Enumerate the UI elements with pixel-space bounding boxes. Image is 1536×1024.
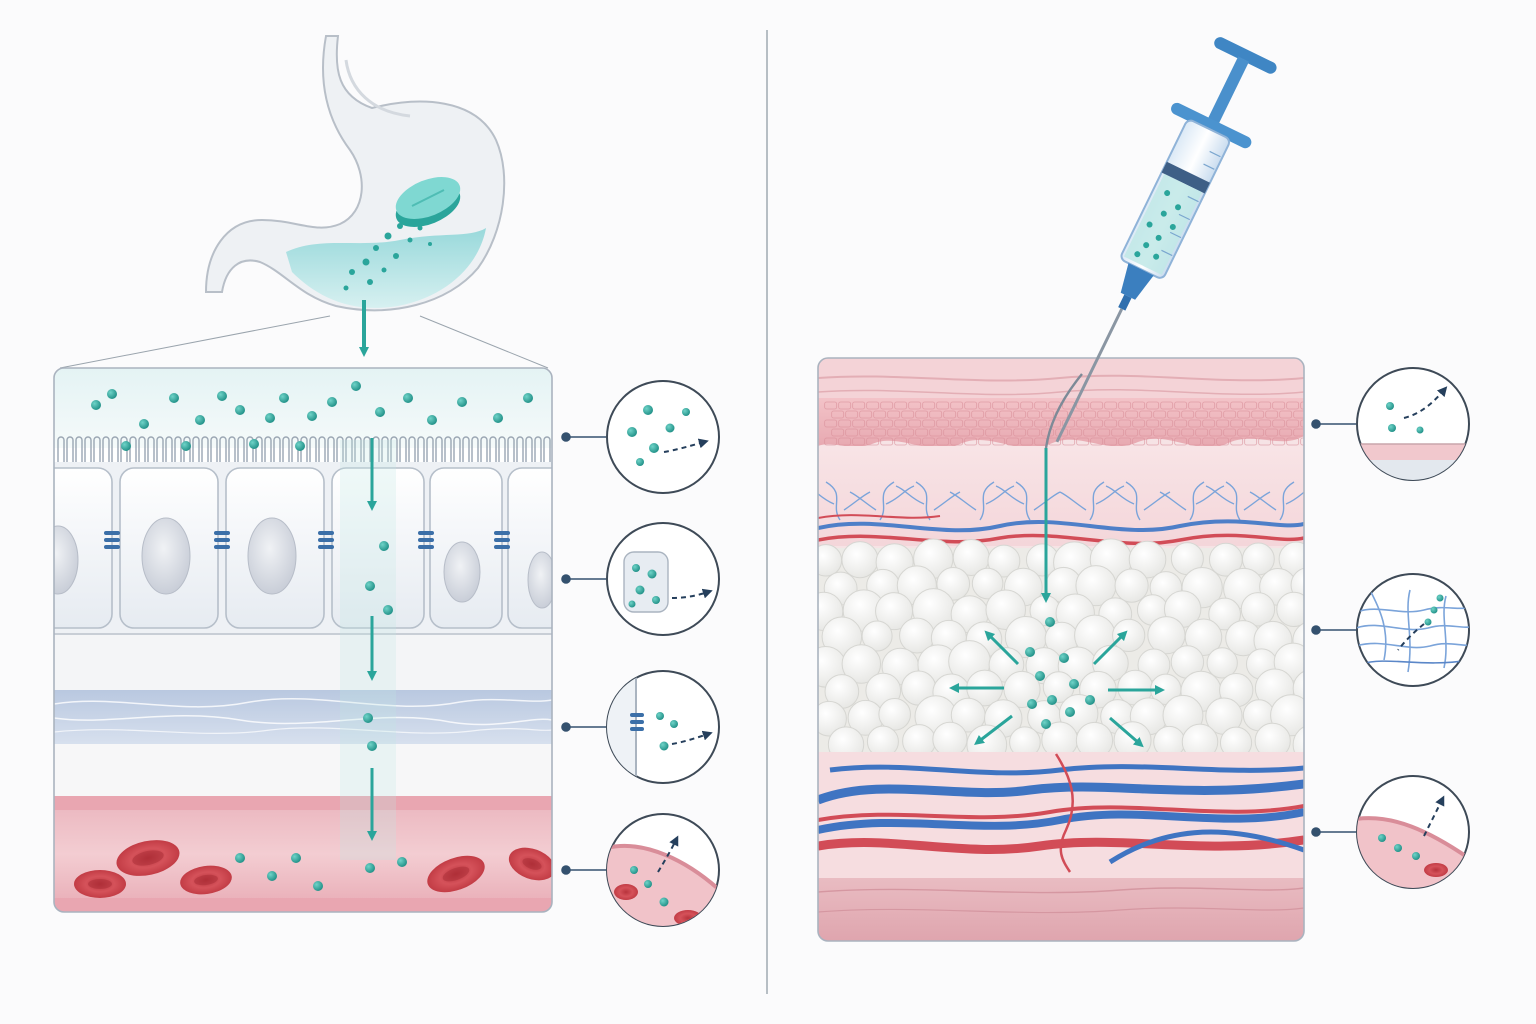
- tight-junctions: [104, 531, 510, 549]
- drug-molecules: [91, 381, 533, 891]
- injection-panel: [817, 37, 1470, 942]
- leader-lines: [561, 432, 606, 875]
- stomach: [204, 35, 506, 312]
- capillary-plexus: [818, 481, 1304, 546]
- lumen: [54, 368, 552, 448]
- absorption-path: [340, 440, 396, 860]
- inset-paracellular-junction: [606, 670, 720, 784]
- inset-vesicle-transport: [606, 522, 720, 636]
- lamina-propria: [54, 634, 552, 690]
- drug-depot: [949, 617, 1165, 748]
- deep-vessels: [818, 753, 1304, 873]
- intestinal-wall-section: [54, 368, 552, 912]
- blood-vessel: [54, 796, 552, 912]
- connective-tissue: [54, 744, 552, 796]
- inset-entry-into-blood: [606, 813, 720, 927]
- zoom-line: [419, 315, 549, 369]
- tablet-icon: [395, 177, 461, 227]
- skin-section: [818, 358, 1304, 941]
- section-frame: [53, 367, 553, 913]
- inset-skin-surface: [1356, 367, 1470, 481]
- syringe-icon: [1055, 37, 1277, 443]
- red-blood-cells: [74, 840, 552, 898]
- inset-transcellular-uptake: [606, 380, 720, 494]
- leader-lines: [1311, 419, 1356, 837]
- epithelium: [54, 462, 552, 634]
- inset-vessel-entry: [1356, 775, 1470, 889]
- adipocytes: [818, 538, 1304, 766]
- dissolving-particles: [343, 223, 432, 291]
- inset-capillary-network: [1356, 573, 1470, 687]
- oral-panel: [53, 35, 720, 927]
- dermis: [818, 446, 1304, 546]
- microvilli: [57, 436, 551, 466]
- basement-membrane: [54, 690, 552, 744]
- zoom-line: [59, 315, 331, 369]
- section-frame: [817, 357, 1305, 942]
- gastric-fluid: [286, 228, 486, 308]
